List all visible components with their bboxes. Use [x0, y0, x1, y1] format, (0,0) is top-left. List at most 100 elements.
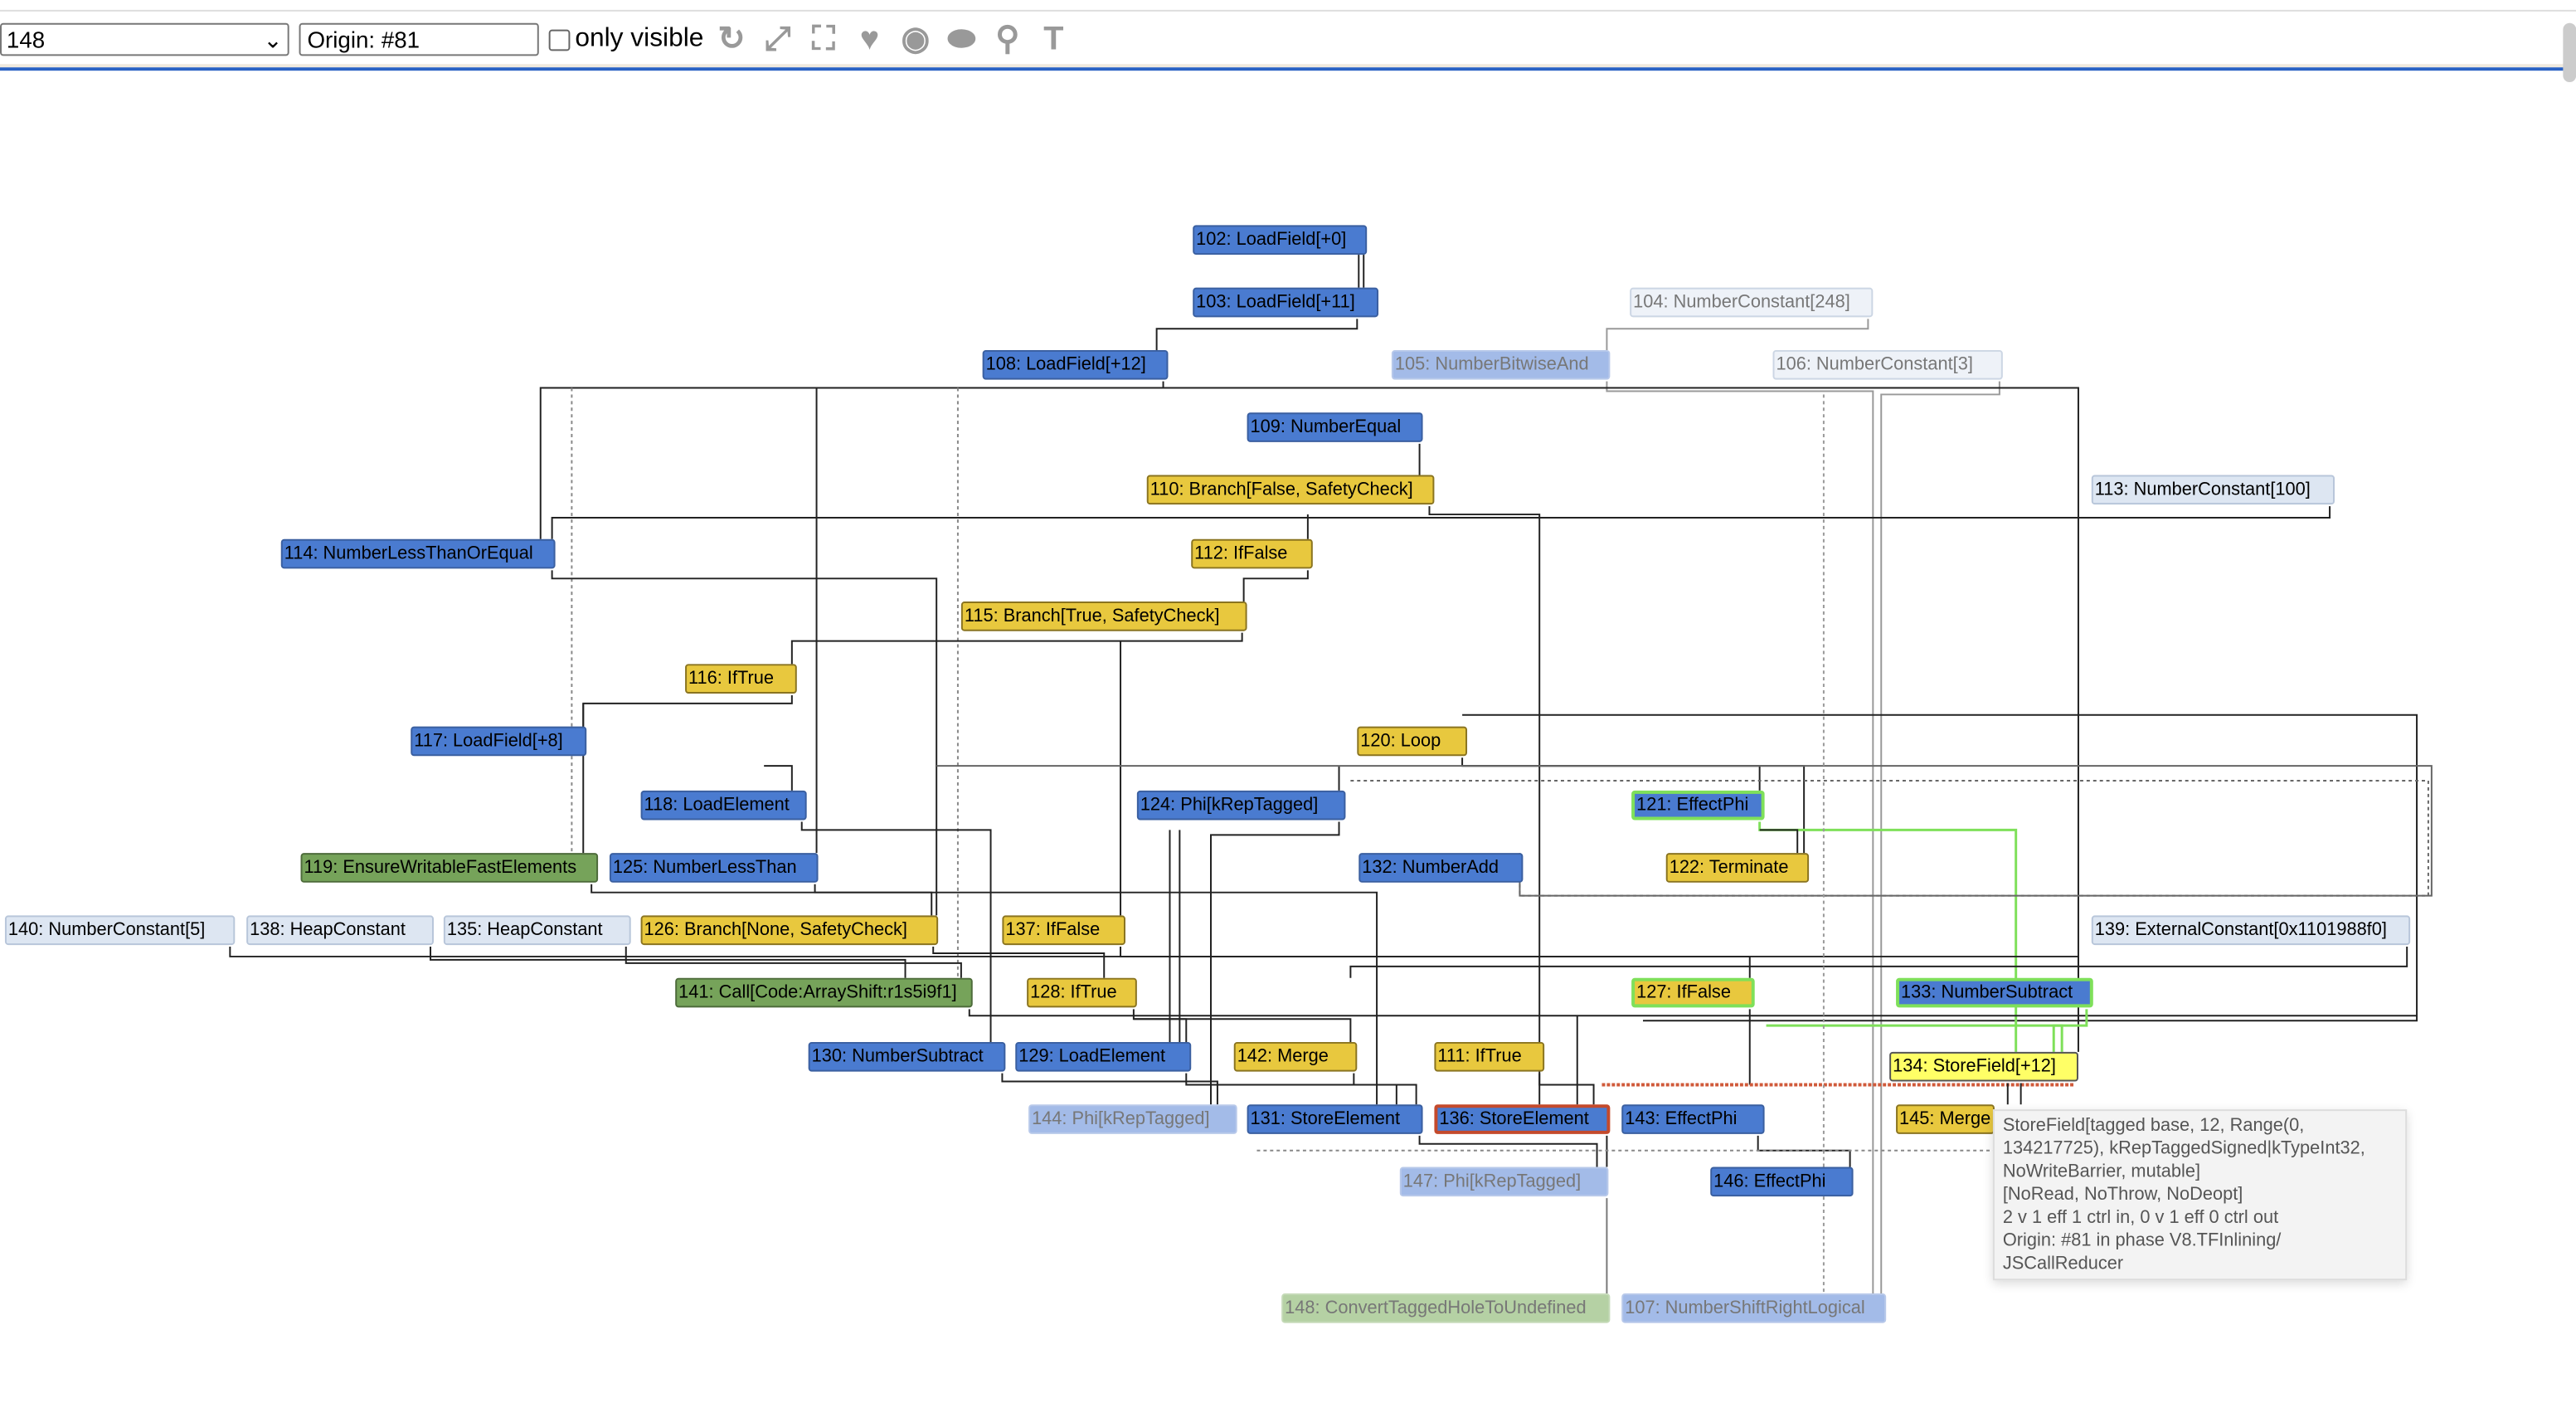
show-all-icon[interactable]: ⤢: [764, 21, 791, 58]
graph-node-141[interactable]: 141: Call[Code:ArrayShift:r1s5i9f1]: [675, 977, 973, 1008]
edge: [1349, 947, 2408, 978]
edge: [1155, 319, 1358, 350]
graph-node-132[interactable]: 132: NumberAdd: [1358, 853, 1524, 883]
graph-node-114[interactable]: 114: NumberLessThanOrEqual: [280, 538, 556, 569]
search-input[interactable]: Origin: #81: [299, 22, 539, 56]
top-divider: [0, 9, 2576, 12]
only-visible-checkbox[interactable]: only visible: [548, 25, 703, 55]
graph-node-118[interactable]: 118: LoadElement: [640, 790, 807, 821]
graph-node-126[interactable]: 126: Branch[None, SafetyCheck]: [640, 915, 939, 946]
scrollbar[interactable]: [2563, 22, 2576, 83]
graph-node-136[interactable]: 136: StoreElement: [1434, 1104, 1611, 1134]
toolbar-divider: [0, 64, 2576, 68]
edge: [932, 947, 1106, 978]
edge: [539, 381, 1164, 539]
graph-node-139[interactable]: 139: ExternalConstant[0x1101988f0]: [2091, 915, 2411, 946]
graph-node-129[interactable]: 129: LoadElement: [1015, 1041, 1192, 1072]
graph-node-103[interactable]: 103: LoadField[+11]: [1193, 287, 1379, 318]
graph-node-109[interactable]: 109: NumberEqual: [1247, 412, 1423, 442]
edge: [1428, 506, 1541, 1105]
graph-node-127[interactable]: 127: IfFalse: [1631, 977, 1755, 1008]
edge: [1353, 1073, 1417, 1105]
edge: [1461, 757, 1761, 791]
node-tooltip: StoreField[tagged base, 12, Range(0,1342…: [1992, 1109, 2408, 1281]
graph-node-130[interactable]: 130: NumberSubtract: [808, 1041, 1006, 1072]
checkbox-box[interactable]: [548, 28, 571, 51]
graph-node-131[interactable]: 131: StoreElement: [1247, 1104, 1423, 1134]
graph-node-145[interactable]: 145: Merge: [1896, 1104, 1995, 1134]
chevron-down-icon: ⌄: [263, 25, 283, 52]
graph-node-116[interactable]: 116: IfTrue: [685, 664, 797, 694]
edge: [800, 821, 992, 1042]
graph-node-120[interactable]: 120: Loop: [1357, 726, 1468, 757]
graph-node-128[interactable]: 128: IfTrue: [1027, 977, 1137, 1008]
graph-node-112[interactable]: 112: IfFalse: [1191, 538, 1313, 569]
graph-node-143[interactable]: 143: EffectPhi: [1621, 1104, 1765, 1134]
show-type-icon[interactable]: ◉: [901, 21, 931, 58]
graph-node-124[interactable]: 124: Phi[kRepTagged]: [1136, 790, 1346, 821]
graph-node-110[interactable]: 110: Branch[False, SafetyCheck]: [1146, 475, 1435, 505]
toggle-types-icon[interactable]: T: [1043, 21, 1064, 58]
tooltip-line: [NoRead, NoThrow, NoDeopt]: [2002, 1185, 2243, 1205]
graph-node-111[interactable]: 111: IfTrue: [1434, 1041, 1545, 1072]
graph-node-121[interactable]: 121: EffectPhi: [1631, 790, 1765, 821]
edge: [551, 506, 2331, 539]
graph-node-108[interactable]: 108: LoadField[+12]: [982, 349, 1169, 380]
zoom-selection-icon[interactable]: ⚲: [995, 21, 1020, 58]
graph-node-119[interactable]: 119: EnsureWritableFastElements: [300, 853, 599, 883]
graph-node-142[interactable]: 142: Merge: [1233, 1041, 1358, 1072]
edge: [591, 884, 1378, 1105]
hide-unselected-icon[interactable]: ⛶: [812, 21, 835, 58]
edge: [1132, 1009, 1188, 1042]
edge: [1759, 829, 1799, 854]
graph-node-138[interactable]: 138: HeapConstant: [246, 915, 434, 946]
graph-node-105[interactable]: 105: NumberBitwiseAnd: [1391, 349, 1611, 380]
graph-node-102[interactable]: 102: LoadField[+0]: [1193, 225, 1368, 256]
graph-node-107[interactable]: 107: NumberShiftRightLogical: [1621, 1293, 1887, 1323]
hide-type-icon[interactable]: ⬬: [947, 21, 976, 58]
edge: [968, 1009, 2418, 1017]
graph-node-133[interactable]: 133: NumberSubtract: [1896, 977, 2093, 1008]
graph-node-135[interactable]: 135: HeapConstant: [443, 915, 631, 946]
graph-node-113[interactable]: 113: NumberConstant[100]: [2091, 475, 2335, 505]
tooltip-line: 134217725), kRepTaggedSigned|kTypeInt32,: [2002, 1138, 2365, 1159]
edge: [1001, 1073, 1218, 1105]
edge: [1418, 1135, 1598, 1167]
graph-node-146[interactable]: 146: EffectPhi: [1710, 1166, 1854, 1197]
phase-select-value: 148: [6, 26, 46, 53]
edge: [1538, 1073, 1595, 1105]
edge: [1133, 1018, 1352, 1042]
graph-node-147[interactable]: 147: Phi[kRepTagged]: [1399, 1166, 1609, 1197]
edge: [1758, 821, 2018, 1052]
hide-dead-icon[interactable]: ♥: [859, 21, 880, 58]
graph-node-106[interactable]: 106: NumberConstant[3]: [1772, 349, 2003, 380]
edge: [814, 884, 933, 916]
graph-node-125[interactable]: 125: NumberLessThan: [609, 853, 819, 883]
edge: [1766, 1024, 2063, 1052]
edge: [430, 947, 906, 978]
edge: [1347, 779, 2429, 897]
toolbar: 148⌄ Origin: #81 only visible ↻ ⤢ ⛶ ♥ ◉ …: [0, 20, 2576, 60]
edge: [551, 570, 938, 916]
tooltip-line: JSCallReducer: [2002, 1254, 2124, 1274]
graph-node-134[interactable]: 134: StoreField[+12]: [1889, 1051, 2078, 1082]
graph-node-117[interactable]: 117: LoadField[+8]: [411, 726, 587, 757]
tooltip-line: StoreField[tagged base, 12, Range(0,: [2002, 1116, 2305, 1136]
edge: [764, 765, 793, 791]
toolbar-accent-line: [0, 67, 2576, 71]
graph-node-122[interactable]: 122: Terminate: [1665, 853, 1810, 883]
graph-node-104[interactable]: 104: NumberConstant[248]: [1630, 287, 1874, 318]
edge: [625, 947, 962, 978]
phase-select[interactable]: 148 ⌄: [0, 22, 289, 56]
graph-node-137[interactable]: 137: IfFalse: [1002, 915, 1125, 946]
graph-node-148[interactable]: 148: ConvertTaggedHoleToUndefined: [1281, 1293, 1611, 1323]
edge: [815, 387, 1164, 854]
tooltip-line: 2 v 1 eff 1 ctrl in, 0 v 1 eff 0 ctrl ou…: [2002, 1208, 2279, 1228]
layout-icon[interactable]: ↻: [717, 21, 746, 58]
edge: [582, 694, 793, 727]
graph-node-140[interactable]: 140: NumberConstant[5]: [4, 915, 236, 946]
tooltip-line: Origin: #81 in phase V8.TFInlining/: [2002, 1230, 2282, 1251]
graph-node-115[interactable]: 115: Branch[True, SafetyCheck]: [960, 601, 1247, 631]
graph-node-144[interactable]: 144: Phi[kRepTagged]: [1028, 1104, 1237, 1134]
